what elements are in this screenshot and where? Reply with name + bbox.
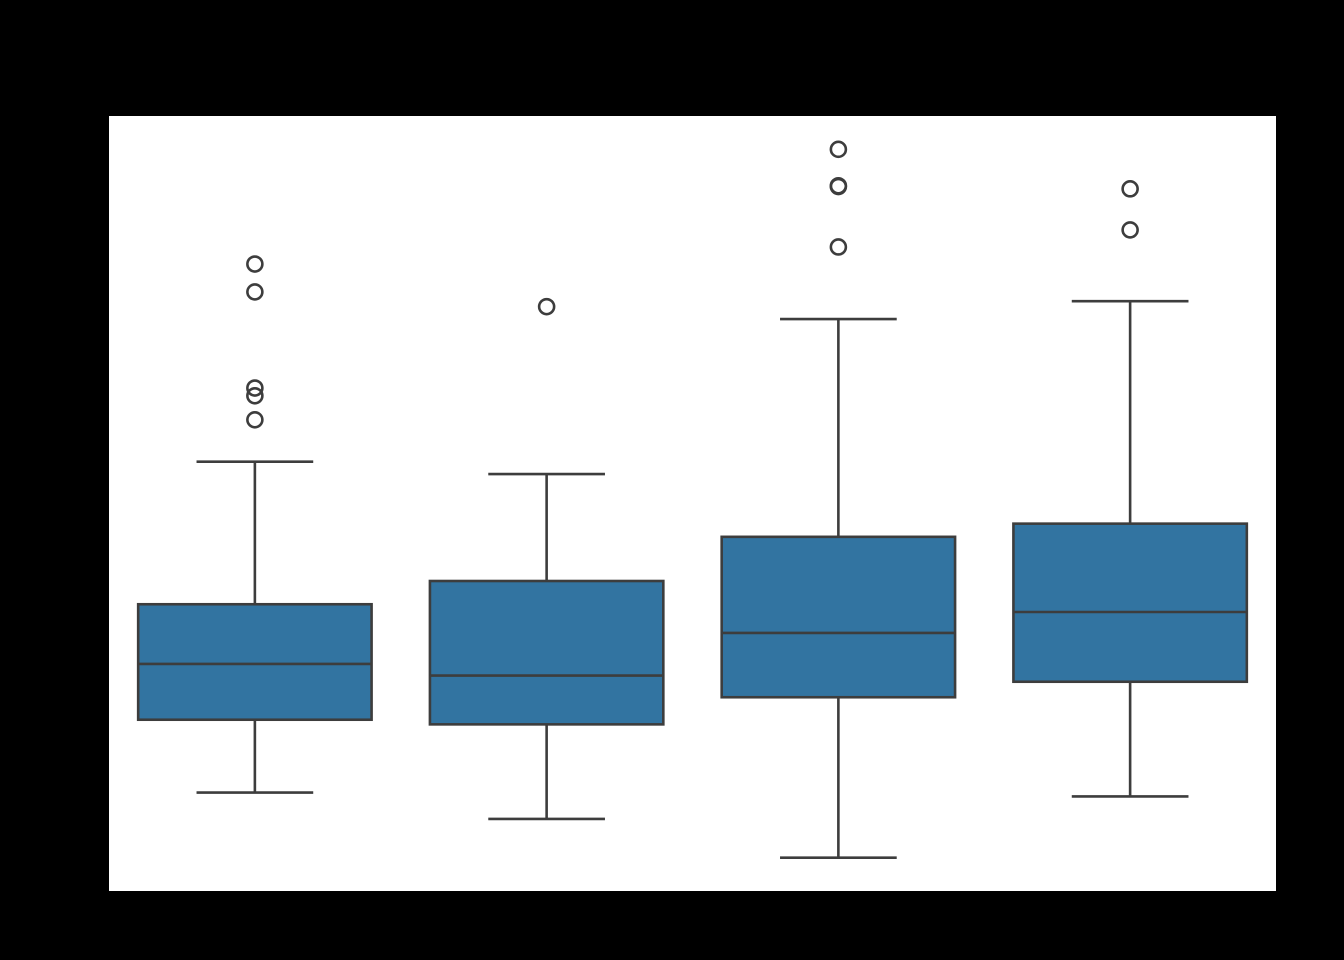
outlier-point <box>246 410 264 429</box>
box-group-2 <box>428 297 665 821</box>
box-group-3 <box>720 140 957 859</box>
outlier-point <box>246 386 264 405</box>
outlier-point <box>537 297 556 316</box>
outlier-point <box>829 140 848 159</box>
iqr-box <box>720 535 957 699</box>
outlier-point <box>829 238 848 256</box>
outlier-point <box>1121 180 1139 198</box>
iqr-box <box>1012 522 1249 684</box>
outlier-point <box>829 176 848 195</box>
boxes-layer <box>136 140 1249 859</box>
outlier-point <box>246 255 264 273</box>
iqr-box <box>136 602 373 722</box>
outlier-point <box>246 379 264 397</box>
plot-area <box>109 116 1276 891</box>
outlier-point <box>1121 221 1139 239</box>
iqr-box <box>428 579 665 726</box>
box-group-4 <box>1012 180 1249 798</box>
box-group-1 <box>136 255 373 794</box>
outlier-point <box>246 283 264 301</box>
